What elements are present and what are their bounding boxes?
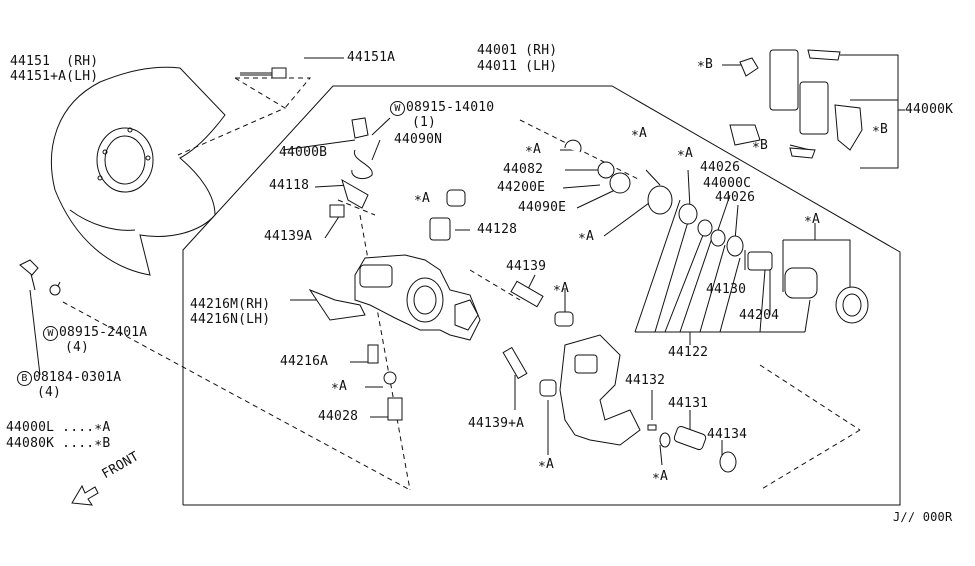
sleeve-44028 [387,397,403,421]
part-44028: 44028 [318,409,359,424]
part-44130: 44130 [706,282,747,297]
part-44082: 44082 [503,162,544,177]
piston-seal-44090e [609,172,631,194]
piston-44204 [784,267,818,299]
pad-kit-bracket [880,54,899,169]
bolt-44131 [673,425,707,451]
bleeder-cap [351,117,369,139]
qty: (4) [37,385,62,400]
piston-44130 [747,251,773,271]
caliper-body [308,254,481,341]
part-44090n: 44090N [394,132,443,147]
main-frame [182,85,901,506]
part-44139-a: 44139+A [468,416,525,431]
bolt-44151a [271,67,287,79]
bolt-44139a [329,204,345,218]
part-44134: 44134 [707,427,748,442]
part-44151a-lh: 44151+A(LH) [10,69,99,84]
part-number: 08915-14010 [406,100,495,115]
part-44090e: 44090E [518,200,567,215]
note-star-b: ∗B [872,122,889,137]
part-44026: 44026 [700,160,741,175]
note-star-b: ∗B [697,57,714,72]
dust-seal [647,185,673,215]
washer-symbol: W [390,101,405,116]
part-44000b: 44000B [279,145,328,160]
part-44128: 44128 [477,222,518,237]
part-44000c: 44000C [703,176,752,191]
note-star-a: ∗A [677,146,694,161]
note-star-a: ∗A [538,457,555,472]
washer-44134 [719,451,737,473]
part-44026: 44026 [715,190,756,205]
guide-pin-44139 [510,280,544,308]
part-number: 08915-2401A [59,325,148,340]
part-44001-rh: 44001 (RH) [477,43,558,58]
part-44200e: 44200E [497,180,546,195]
note-star-a: ∗A [414,191,431,206]
brake-pad-1 [769,49,799,111]
qty: (1) [412,115,437,130]
part-44216a: 44216A [280,354,329,369]
note-star-a: ∗A [631,126,648,141]
washer-symbol: W [43,326,58,341]
part-44204: 44204 [739,308,780,323]
note-star-a: ∗A [525,142,542,157]
small-parts [19,49,869,473]
note-star-a: ∗A [652,469,669,484]
brake-pad-2 [799,81,829,135]
part-44151-rh: 44151 (RH) [10,54,99,69]
clip-44118 [341,178,369,209]
qty: (4) [65,340,90,355]
note-star-a: ∗A [553,281,570,296]
caliper-bracket [559,334,641,446]
part-44118: 44118 [269,178,310,193]
spring-44090n [351,149,373,180]
note-star-a: ∗A [331,379,348,394]
part-44131: 44131 [668,396,709,411]
part-44000k: 44000K [905,102,954,117]
dust-shield [50,66,226,276]
part-44151a: 44151A [347,50,396,65]
legend-a: 44000L ....∗A [6,420,111,435]
front-arrow-icon [71,484,99,506]
bolt-symbol: B [17,371,32,386]
part-44139: 44139 [506,259,547,274]
part-44216n-lh: 44216N(LH) [190,312,271,327]
bleeder-44128 [446,189,466,207]
catalog-code: J∕∕ 000R [893,510,953,524]
part-44122: 44122 [668,345,709,360]
note-star-a: ∗A [804,212,821,227]
part-number: 08184-0301A [33,370,122,385]
legend-b: 44080K ....∗B [6,436,111,451]
part-44216m-rh: 44216M(RH) [190,297,271,312]
note-star-b: ∗B [752,138,769,153]
note-star-a: ∗A [578,229,595,244]
part-44132: 44132 [625,373,666,388]
ring-44082 [564,139,582,153]
part-44139a: 44139A [264,229,313,244]
bolt-44216a [367,344,379,364]
part-44011-lh: 44011 (LH) [477,59,558,74]
